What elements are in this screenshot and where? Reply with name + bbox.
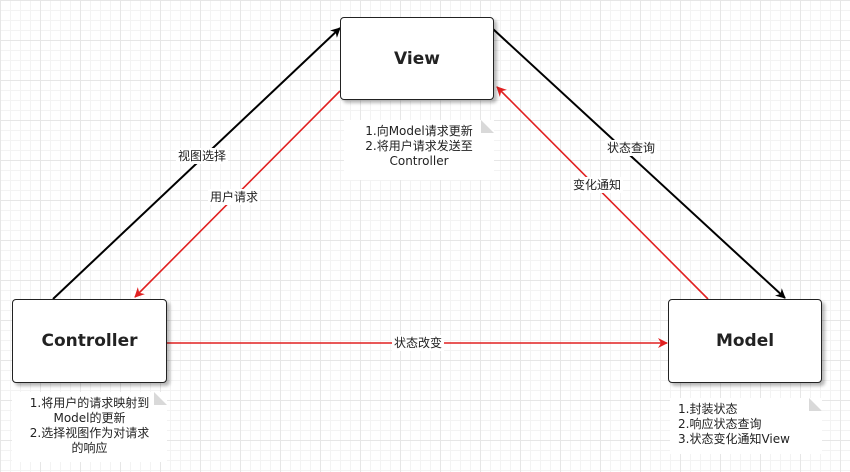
controller-note-line: 2.选择视图作为对请求	[29, 426, 150, 440]
view-node-label: View	[394, 48, 440, 69]
edge-label-user-request: 用户请求	[207, 189, 261, 205]
model-note-line: 1.封装状态	[678, 402, 738, 416]
model-note: 1.封装状态 2.响应状态查询 3.状态变化通知View	[670, 398, 822, 454]
view-node[interactable]: View	[340, 17, 494, 100]
edge-label-state-query: 状态查询	[604, 140, 658, 156]
view-note: 1.向Model请求更新 2.将用户请求发送至 Controller	[344, 120, 494, 180]
controller-note-line: 1.将用户的请求映射到	[29, 396, 150, 410]
view-note-line: 2.将用户请求发送至	[365, 139, 473, 153]
controller-note-line: 的响应	[71, 441, 108, 455]
note-fold-icon	[809, 398, 822, 411]
model-node[interactable]: Model	[668, 299, 822, 383]
controller-node[interactable]: Controller	[12, 299, 167, 383]
model-note-line: 3.状态变化通知View	[678, 432, 790, 446]
note-fold-icon	[481, 120, 494, 133]
edge-state-query[interactable]	[492, 28, 786, 299]
edge-label-view-select: 视图选择	[175, 148, 229, 164]
note-fold-icon	[154, 392, 167, 405]
controller-node-label: Controller	[41, 331, 138, 351]
edge-label-change-notify: 变化通知	[570, 177, 624, 193]
edge-change-notify[interactable]	[496, 86, 709, 300]
model-node-label: Model	[715, 331, 775, 351]
model-note-line: 2.响应状态查询	[678, 417, 762, 431]
controller-note-line: Model的更新	[53, 411, 126, 425]
view-note-line: Controller	[389, 154, 449, 168]
edge-label-state-change: 状态改变	[391, 335, 445, 351]
controller-note: 1.将用户的请求映射到 Model的更新 2.选择视图作为对请求 的响应	[12, 392, 167, 462]
view-note-line: 1.向Model请求更新	[365, 124, 473, 138]
